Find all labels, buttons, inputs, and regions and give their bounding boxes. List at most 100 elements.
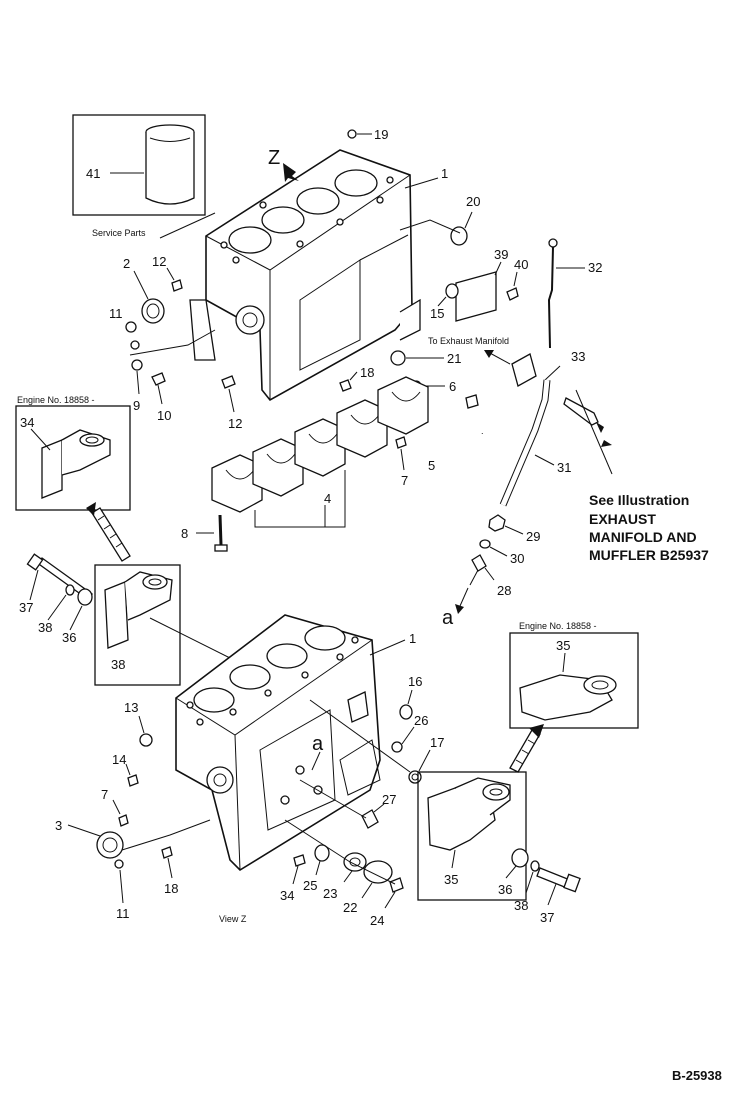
part-20 [450,226,468,246]
a-marker-upper: a [442,607,454,629]
z-arrow-icon [283,163,299,182]
callout-38-left: 38 [38,620,52,635]
striped-arrow-lower-icon [509,724,544,773]
part-23-gasket [343,852,367,872]
part-29-nut [488,514,506,532]
callout-35-boxed: 35 [556,638,570,653]
part-34-bracket-boxed [41,429,111,499]
part-14-lower [161,846,173,859]
part-30 [479,539,491,549]
callout-9: 9 [133,398,140,413]
part-39-gasket [455,271,497,322]
see-illustration-note: See Illustration EXHAUST MANIFOLD AND MU… [589,492,709,563]
part-24-bolt [389,877,404,893]
callout-8: 8 [181,526,188,541]
callout-38-right: 38 [514,898,528,913]
callout-24: 24 [370,913,384,928]
callout-10: 10 [157,408,171,423]
svg-text:MUFFLER B25937: MUFFLER B25937 [589,547,709,563]
z-marker: Z [268,147,280,169]
callout-7-upper: 7 [401,473,408,488]
callout-35: 35 [444,872,458,887]
part-28 [471,554,487,572]
part-4-bearing-caps [211,376,429,528]
callout-27: 27 [382,792,396,807]
svg-text:See Illustration: See Illustration [589,492,689,508]
to-exhaust-label: To Exhaust Manifold [428,336,509,346]
callout-21: 21 [447,351,461,366]
part-8-bolt [214,514,228,552]
callout-3: 3 [55,818,62,833]
engine-no-label-2: Engine No. 18858 - [519,621,597,631]
a-marker-lower: a [312,733,324,755]
cylinder-liner [145,124,195,205]
service-parts-label: Service Parts [92,228,146,238]
part-21 [390,350,406,366]
callout-11-upper: 11 [109,306,123,321]
callout-12-lower: 12 [228,416,242,431]
callout-1-lower: 1 [409,631,416,646]
part-35-bracket-boxed [519,674,617,721]
callout-2: 2 [123,256,130,271]
callout-41: 41 [86,166,100,181]
exhaust-pipe-stub [511,353,537,387]
part-10 [151,372,166,386]
callout-36-right: 36 [498,882,512,897]
callout-31: 31 [557,460,571,475]
callout-36-left: 36 [62,630,76,645]
part-9 [131,359,143,371]
lower-engine-block [175,614,381,872]
callout-22: 22 [343,900,357,915]
part-38-left [65,584,75,596]
callout-15: 15 [430,306,444,321]
callout-12-upper: 12 [152,254,166,269]
part-18-upper [339,379,352,392]
part-25 [314,844,330,862]
callout-23: 23 [323,886,337,901]
part-32-dipstick [547,238,585,349]
callout-37-left: 37 [19,600,33,615]
svg-text:MANIFOLD AND: MANIFOLD AND [589,529,697,545]
part-15 [445,283,459,299]
upper-engine-block [189,149,421,402]
svg-text:EXHAUST: EXHAUST [589,511,656,527]
part-12-upper [171,279,183,292]
callout-5: 5 [428,458,435,473]
part-26 [391,741,403,753]
part-13 [139,733,153,747]
callout-37-right: 37 [540,910,554,925]
callout-13: 13 [124,700,138,715]
callout-33: 33 [571,349,585,364]
callout-39: 39 [494,247,508,262]
part-12-lower [221,375,236,389]
callout-29: 29 [526,529,540,544]
view-z-label: View Z [219,914,247,924]
part-14-upper [127,774,139,787]
part-22-cover [363,860,393,884]
part-17 [408,770,422,784]
callout-6: 6 [449,379,456,394]
callout-28: 28 [497,583,511,598]
callout-18-upper: 18 [360,365,374,380]
callout-26: 26 [414,713,428,728]
callout-16: 16 [408,674,422,689]
service-parts-box: 41 Service Parts [72,114,216,239]
callout-1: 1 [441,166,448,181]
callout-19: 19 [374,127,388,142]
callout-34: 38 [111,657,125,672]
callout-32: 32 [588,260,602,275]
part-11-lower [114,859,124,869]
callout-20: 20 [466,194,480,209]
callout-18-lower: 34 [280,888,294,903]
part-34-bracket [104,571,173,649]
callout-40: 40 [514,257,528,272]
callout-30: 30 [510,551,524,566]
part-2 [141,298,165,324]
callout-17: 17 [430,735,444,750]
part-3-seal [96,831,124,859]
engine-no-label-1: Engine No. 18858 - [17,395,95,405]
part-35-bracket [427,777,511,851]
part-11-upper [125,321,137,333]
callout-34-boxed: 34 [20,415,34,430]
